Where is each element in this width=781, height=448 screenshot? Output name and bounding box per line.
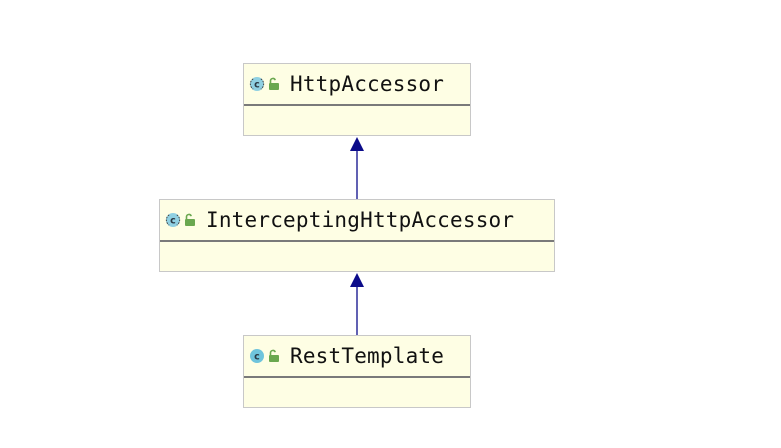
class-header: c HttpAccessor	[244, 64, 470, 106]
class-members-section	[244, 378, 470, 406]
class-box-httpaccessor[interactable]: c HttpAccessor	[243, 63, 471, 136]
public-access-icon	[269, 77, 279, 90]
class-name: RestTemplate	[290, 344, 445, 368]
extends-arrow-intercepting-to-httpaccessor	[350, 137, 364, 199]
svg-text:c: c	[254, 352, 260, 363]
class-header: c RestTemplate	[244, 336, 470, 378]
extends-arrow-resttemplate-to-intercepting	[350, 273, 364, 335]
class-box-resttemplate[interactable]: c RestTemplate	[243, 335, 471, 408]
class-name: HttpAccessor	[290, 72, 445, 96]
public-access-icon	[185, 213, 195, 226]
abstract-class-icon: c	[165, 213, 181, 227]
class-members-section	[244, 106, 470, 134]
class-box-interceptinghttpaccessor[interactable]: c InterceptingHttpAccessor	[159, 199, 555, 272]
class-icon: c	[250, 349, 264, 363]
svg-text:c: c	[170, 216, 176, 227]
svg-text:c: c	[254, 80, 260, 91]
class-members-section	[160, 242, 554, 270]
class-header: c InterceptingHttpAccessor	[160, 200, 554, 242]
abstract-class-icon: c	[249, 77, 265, 91]
public-access-icon	[269, 349, 279, 362]
class-name: InterceptingHttpAccessor	[206, 208, 515, 232]
